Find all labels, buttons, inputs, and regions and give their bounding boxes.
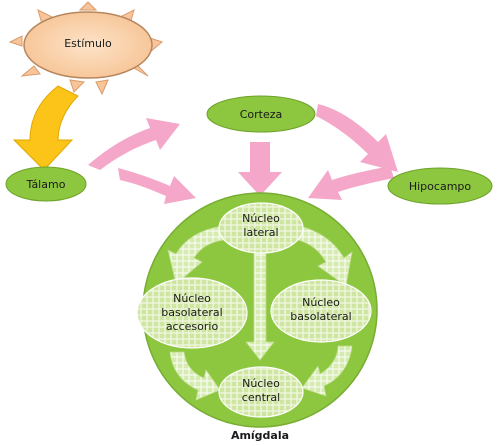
basolateral-nucleus: Núcleo basolateral xyxy=(270,279,372,343)
basolateral-nucleus-line2: basolateral xyxy=(290,310,351,323)
stimulus-to-thalamus-arrow xyxy=(12,85,79,171)
central-nucleus: Núcleo central xyxy=(218,366,304,418)
cortex-to-hippocampus-arrow xyxy=(316,104,398,172)
cortex-node: Corteza xyxy=(206,95,316,133)
central-nucleus-line2: central xyxy=(242,391,280,404)
lateral-nucleus-line2: lateral xyxy=(243,226,278,239)
lateral-to-accessory-arrow xyxy=(167,225,225,285)
thalamus-to-amygdala-arrow xyxy=(118,168,196,204)
basolateral-accessory-nucleus: Núcleo basolateral accesorio xyxy=(136,277,248,349)
accessory-nucleus-line2: basolateral xyxy=(161,306,222,319)
amygdala-caption: Amígdala xyxy=(231,429,289,442)
thalamus-node: Tálamo xyxy=(5,166,87,202)
lateral-to-central-arrow xyxy=(245,249,275,361)
hippocampus-node: Hipocampo xyxy=(387,167,493,205)
sun-rays xyxy=(8,1,164,96)
thalamus-label: Tálamo xyxy=(26,178,66,191)
stimulus-ellipse xyxy=(23,11,153,79)
accessory-to-central-arrow xyxy=(169,351,221,401)
hippocampus-label: Hipocampo xyxy=(409,180,472,193)
stimulus-label: Estímulo xyxy=(64,37,112,50)
accessory-nucleus-line1: Núcleo xyxy=(173,292,211,305)
stimulus-node: Estímulo xyxy=(8,1,164,96)
basolateral-to-central-arrow xyxy=(301,345,353,397)
internal-arrows xyxy=(167,225,353,401)
basolateral-nucleus-line1: Núcleo xyxy=(302,296,340,309)
cortex-to-amygdala-arrow xyxy=(238,142,282,196)
central-nucleus-line1: Núcleo xyxy=(242,377,280,390)
cortex-label: Corteza xyxy=(240,108,283,121)
lateral-to-basolateral-arrow xyxy=(297,225,353,287)
hippocampus-to-amygdala-arrow xyxy=(308,166,394,200)
thalamus-to-cortex-arrow xyxy=(88,118,180,170)
lateral-nucleus-line1: Núcleo xyxy=(242,212,280,225)
pink-arrows xyxy=(88,104,398,204)
lateral-nucleus: Núcleo lateral xyxy=(218,202,304,254)
accessory-nucleus-line3: accesorio xyxy=(166,320,219,333)
